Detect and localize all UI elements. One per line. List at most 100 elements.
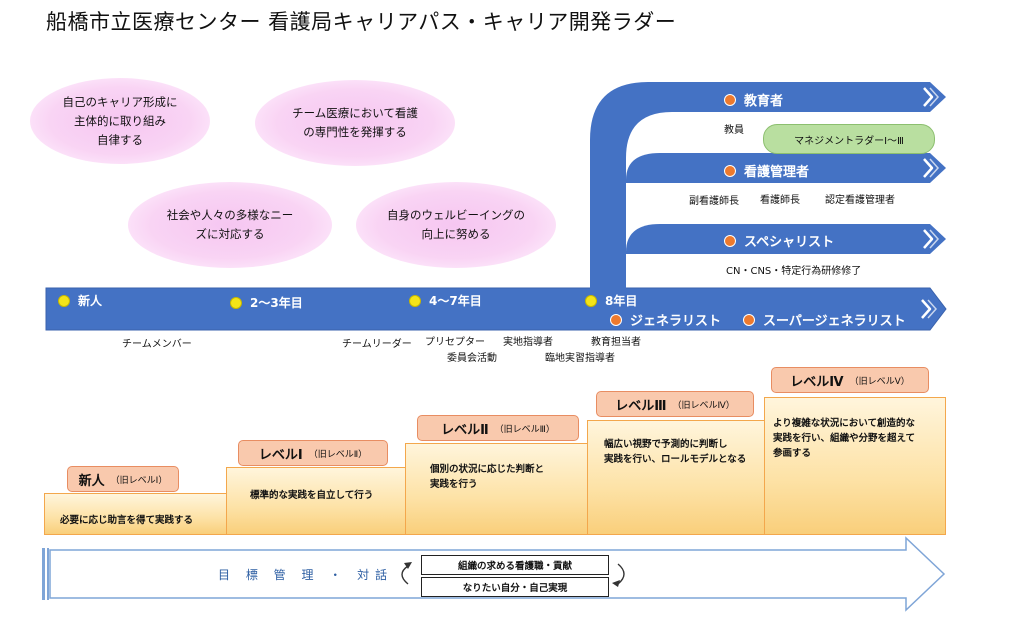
level-desc-line: 実践を行い、組織や分野を超えて xyxy=(773,433,916,444)
yellow-dot-icon xyxy=(230,296,242,309)
level-desc-line: 個別の状況に応じた判断と xyxy=(430,464,545,475)
level-desc-line: 幅広い視野で予測的に判断し xyxy=(604,439,728,450)
educator-sub: 教員 xyxy=(724,125,744,136)
page-title: 船橋市立医療センター 看護局キャリアパス・キャリア開発ラダー xyxy=(46,10,677,34)
role-committee: 委員会活動 xyxy=(447,353,497,364)
manager-branch-arrow xyxy=(626,153,946,183)
cycle-arrow-right-icon xyxy=(617,563,625,585)
level-desc-2: 個別の状況に応じた判断と 実践を行う xyxy=(430,462,544,492)
role-education-staff: 教育担当者 xyxy=(591,337,641,348)
bubble-line: の専門性を発揮する xyxy=(303,125,407,139)
level-desc-line: 実践を行う xyxy=(430,479,478,490)
level-desc-line: 標準的な実践を自立して行う xyxy=(250,490,374,501)
orange-dot-icon xyxy=(610,313,622,326)
management-ladder-pill: マネジメントラダーⅠ〜Ⅲ xyxy=(763,124,935,154)
bubble-line: ズに対応する xyxy=(195,227,265,241)
chevron-right-icon xyxy=(921,299,932,319)
level-step-4 xyxy=(764,397,946,535)
level-old-name: （旧レベルⅢ） xyxy=(494,424,555,435)
super-generalist-label: スーパージェネラリスト xyxy=(743,310,906,329)
organization-expectation-box: 組織の求める看護職・貢献 xyxy=(421,555,609,575)
self-realization-box: なりたい自分・自己実現 xyxy=(421,577,609,597)
level-desc-line: 必要に応じ助言を得て実践する xyxy=(60,515,194,526)
role-team-leader: チームリーダー xyxy=(342,339,412,350)
manager-role-certified: 認定看護管理者 xyxy=(825,195,895,206)
bubble-line: 主体的に取り組み xyxy=(74,113,166,128)
yellow-dot-icon xyxy=(58,294,70,307)
orange-dot-icon xyxy=(724,93,736,106)
chevron-right-icon xyxy=(923,158,934,178)
level-old-name: （旧レベルⅡ） xyxy=(308,449,368,460)
milestone-4-7: 4〜7年目 xyxy=(409,292,482,309)
level-tag-1: レベルⅠ （旧レベルⅡ） xyxy=(238,440,388,466)
level-tag-3: レベルⅢ （旧レベルⅣ） xyxy=(596,391,754,417)
educator-branch-arrow xyxy=(590,82,946,290)
level-tag-4: レベルⅣ （旧レベルⅤ） xyxy=(771,367,929,393)
bubble-line: 向上に努める xyxy=(421,227,491,241)
yellow-dot-icon xyxy=(585,294,597,307)
level-name: レベルⅣ xyxy=(790,374,844,390)
bubble-line: 自身のウェルビーイングの xyxy=(387,208,525,222)
educator-text: 教育者 xyxy=(744,94,784,109)
goal-bubble-diversity: 社会や人々の多様なニー ズに対応する xyxy=(128,182,332,268)
bubble-line: 社会や人々の多様なニー xyxy=(166,208,294,222)
specialist-label: スペシャリスト xyxy=(724,231,834,250)
generalist-text: ジェネラリスト xyxy=(630,314,722,329)
role-clinical-instructor: 実地指導者 xyxy=(503,337,553,348)
level-desc-new: 必要に応じ助言を得て実践する xyxy=(60,513,193,528)
level-step-2 xyxy=(405,443,589,535)
milestone-new: 新人 xyxy=(58,292,102,309)
specialist-text: スペシャリスト xyxy=(744,235,835,250)
goal-management-label: 目 標 管 理 ・ 対話 xyxy=(218,568,394,582)
manager-text: 看護管理者 xyxy=(744,165,810,180)
role-practicum-instructor: 臨地実習指導者 xyxy=(545,353,615,364)
level-old-name: （旧レベルⅣ） xyxy=(672,400,735,411)
level-old-name: （旧レベルⅤ） xyxy=(849,376,910,387)
milestone-label: 4〜7年目 xyxy=(429,294,482,308)
specialist-sub: CN・CNS・特定行為研修修了 xyxy=(726,266,862,277)
level-desc-1: 標準的な実践を自立して行う xyxy=(250,488,373,503)
level-desc-line: 実践を行い、ロールモデルとなる xyxy=(604,454,747,465)
yellow-dot-icon xyxy=(409,294,421,307)
chevron-right-icon xyxy=(923,87,934,107)
manager-role-head: 看護師長 xyxy=(760,195,800,206)
level-desc-3: 幅広い視野で予測的に判断し 実践を行い、ロールモデルとなる xyxy=(604,437,746,467)
milestone-label: 2〜3年目 xyxy=(250,296,303,310)
bubble-line: チーム医療において看護 xyxy=(292,106,418,120)
role-preceptor: プリセプター xyxy=(425,337,485,348)
chevron-right-icon xyxy=(923,229,934,249)
orange-dot-icon xyxy=(724,164,736,177)
orange-dot-icon xyxy=(743,313,755,326)
goal-bubble-wellbeing: 自身のウェルビーイングの 向上に努める xyxy=(356,182,556,268)
specialist-branch-arrow xyxy=(626,224,946,254)
educator-label: 教育者 xyxy=(724,90,783,109)
bubble-line: 自律する xyxy=(97,132,143,147)
level-name: レベルⅠ xyxy=(258,447,303,463)
milestone-label: 8年目 xyxy=(605,294,638,308)
manager-role-vice-head: 副看護師長 xyxy=(689,196,739,207)
goal-bubble-team-medicine: チーム医療において看護 の専門性を発揮する xyxy=(255,80,455,166)
level-tag-2: レベルⅡ （旧レベルⅢ） xyxy=(417,415,579,441)
bubble-line: 自己のキャリア形成に xyxy=(62,94,178,109)
level-name: レベルⅢ xyxy=(615,398,667,414)
super-generalist-text: スーパージェネラリスト xyxy=(763,314,906,329)
manager-label: 看護管理者 xyxy=(724,161,809,180)
generalist-label: ジェネラリスト xyxy=(610,310,721,329)
level-desc-4: より複雑な状況において創造的な 実践を行い、組織や分野を超えて 参画する xyxy=(773,416,915,461)
cycle-arrow-left-icon xyxy=(401,565,409,585)
role-team-member: チームメンバー xyxy=(122,339,192,350)
milestone-8: 8年目 xyxy=(585,292,637,309)
level-step-new xyxy=(44,493,228,535)
level-tag-new: 新人 （旧レベルⅠ） xyxy=(67,466,179,492)
level-desc-line: より複雑な状況において創造的な xyxy=(773,418,916,429)
timeline-arrow xyxy=(45,287,947,331)
milestone-2-3: 2〜3年目 xyxy=(230,294,303,311)
goal-bubble-career: 自己のキャリア形成に 主体的に取り組み 自律する xyxy=(30,78,210,164)
level-name: レベルⅡ xyxy=(441,422,489,438)
milestone-label: 新人 xyxy=(78,294,103,308)
level-name: 新人 xyxy=(78,473,105,489)
orange-dot-icon xyxy=(724,234,736,247)
level-step-3 xyxy=(587,420,766,535)
level-old-name: （旧レベルⅠ） xyxy=(110,475,168,486)
level-desc-line: 参画する xyxy=(773,448,812,459)
